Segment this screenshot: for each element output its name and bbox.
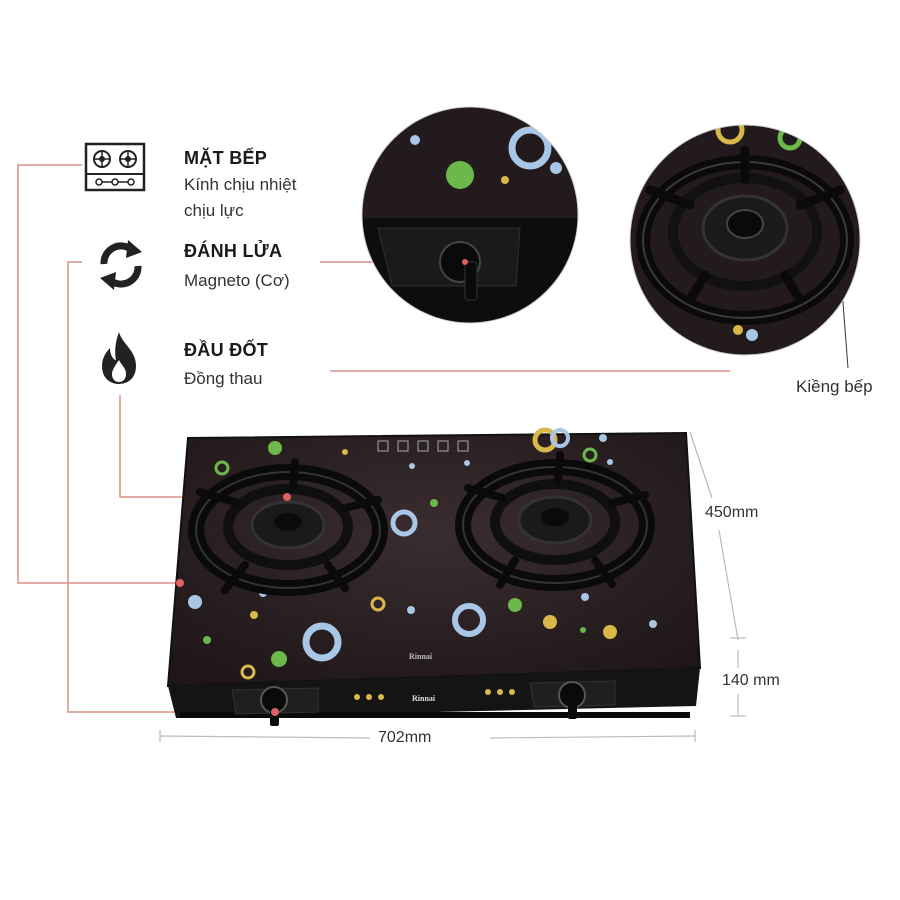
brand-logo-panel: Rinnai (412, 694, 436, 703)
glass-dots (176, 427, 657, 680)
right-burner (455, 451, 655, 591)
left-knob (231, 686, 319, 726)
brand-logo-glass: Rinnai (409, 652, 433, 661)
left-burner (188, 458, 388, 596)
width-dimension-label: 702mm (378, 729, 432, 746)
feature-desc-cooktop-line1: Kính chịu nhiệt (184, 175, 297, 194)
knob-zoom-circle (362, 107, 578, 323)
height-dimension-label: 140 mm (722, 672, 780, 689)
cooktop-callout-line (17, 164, 180, 584)
dimension-lines (159, 431, 746, 742)
ignition-callout-line (67, 261, 275, 713)
feature-desc-burner: Đồng thau (184, 369, 263, 388)
cooktop-icon (84, 142, 146, 192)
panel-symbols (354, 689, 515, 700)
flame-icon (94, 330, 144, 386)
indicator-icons (377, 440, 469, 452)
right-knob (529, 680, 616, 719)
feature-title-cooktop: MẶT BẾP (184, 148, 268, 168)
depth-dimension-label: 450mm (705, 504, 759, 521)
feature-title-burner: ĐẦU ĐỐT (184, 340, 269, 360)
trivet-zoom-circle (630, 125, 860, 355)
feature-desc-cooktop-line2: chịu lực (184, 201, 244, 220)
callout-lines (17, 164, 730, 713)
trivet-label: Kiềng bếp (796, 377, 873, 396)
feature-title-ignition: ĐÁNH LỬA (184, 241, 283, 261)
refresh-icon (94, 234, 148, 296)
feature-desc-ignition: Magneto (Cơ) (184, 271, 290, 290)
